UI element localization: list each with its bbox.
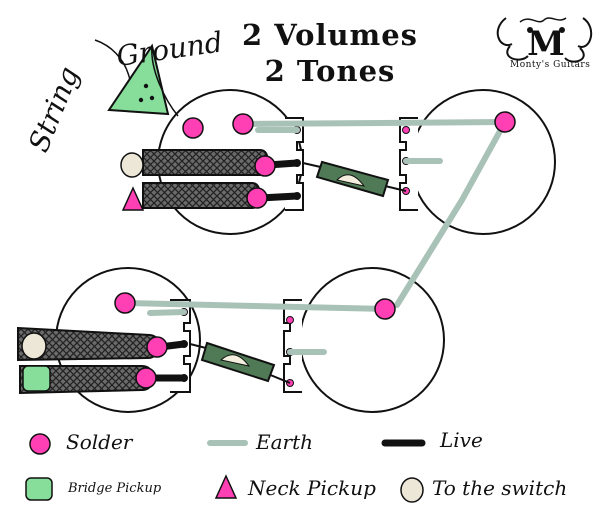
legend-bridge-pickup-swatch — [25, 477, 53, 501]
diagram-title-line2: 2 Tones — [264, 54, 396, 88]
legend-neck-pickup-label: Neck Pickup — [248, 476, 376, 500]
solder-point — [232, 113, 254, 135]
legend-to-switch-label: To the switch — [432, 476, 568, 500]
ground-label: Ground — [114, 25, 224, 73]
legend-to-switch-swatch — [400, 477, 424, 503]
solder-point — [135, 367, 157, 389]
diagram-title-line1: 2 Volumes — [241, 18, 419, 52]
ground-lug — [94, 39, 179, 117]
solder-point — [374, 298, 396, 320]
solder-point — [146, 336, 168, 358]
solder-point — [182, 117, 204, 139]
solder-point — [246, 187, 268, 209]
legend-bridge-pickup-label: Bridge Pickup — [68, 481, 162, 496]
solder-point — [494, 111, 516, 133]
pickup-cable-upper-bridge — [142, 182, 262, 209]
tone-pot-lower-lugs — [283, 299, 302, 393]
montys-guitars-logo: M — [496, 17, 593, 64]
earth-wire-lower-volume-to-tone — [122, 300, 388, 312]
brand-monogram: M — [527, 24, 565, 64]
earth-wire-lower-lug — [147, 309, 187, 316]
to-the-switch-marker-upper — [120, 152, 144, 178]
solder-points — [114, 111, 516, 389]
legend-solder-swatch — [29, 433, 51, 455]
earth-wire-upper-tone-to-lower — [394, 119, 508, 308]
capacitor-upper — [302, 160, 407, 198]
legend-solder-label: Solder — [66, 430, 133, 454]
brand-name: Monty's Guitars — [510, 60, 591, 70]
legend-neck-pickup-swatch — [214, 474, 238, 499]
string-label: String — [22, 62, 86, 157]
earth-wires — [122, 119, 508, 355]
pickup-cable-upper-neck — [142, 149, 270, 176]
earth-wire-upper-volume-to-tone — [240, 119, 508, 127]
solder-point — [254, 155, 276, 177]
neck-pickup-marker-upper — [121, 186, 145, 211]
legend-earth-label: Earth — [256, 430, 314, 454]
solder-point — [114, 292, 136, 314]
tone-pot-lower — [299, 267, 445, 413]
legend — [25, 433, 426, 503]
legend-live-label: Live — [440, 428, 483, 452]
bridge-pickup-marker-lower — [22, 365, 51, 392]
capacitor-lower — [189, 341, 291, 384]
to-the-switch-marker-lower — [21, 332, 47, 360]
